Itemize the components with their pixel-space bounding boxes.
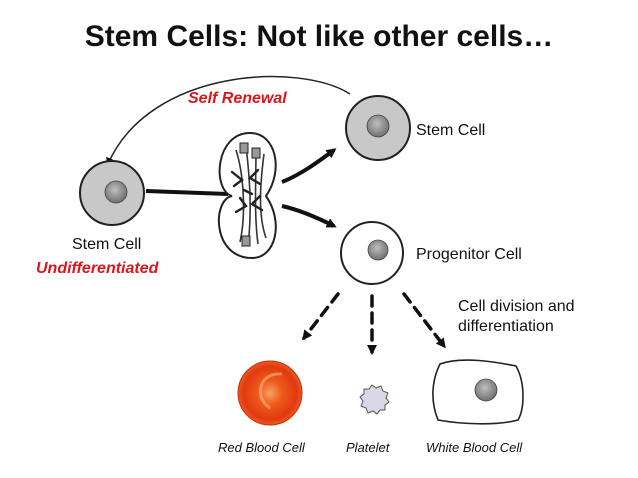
division-note-line1: Cell division and	[458, 298, 575, 315]
page-title: Stem Cells: Not like other cells…	[84, 20, 554, 53]
left-stem-cell-label: Stem Cell	[72, 236, 142, 253]
self-renewal-arrow	[106, 75, 351, 167]
stem-cell-right	[345, 95, 411, 161]
self-renewal-label: Self Renewal	[188, 90, 287, 107]
arrow-to-progenitor	[281, 204, 337, 228]
nucleus-icon	[367, 239, 389, 261]
progenitor-cell	[340, 221, 404, 285]
stem-cell-left	[79, 160, 145, 226]
division-note-line2: differentiation	[458, 318, 554, 335]
nucleus-icon	[474, 378, 498, 402]
differentiation-arrows	[302, 292, 446, 355]
undifferentiated-label: Undifferentiated	[36, 260, 159, 277]
arrow-to-division	[145, 189, 229, 196]
arrow-to-rbc	[302, 292, 340, 341]
progenitor-cell-label: Progenitor Cell	[416, 246, 522, 263]
nucleus-icon	[104, 180, 128, 204]
platelet-label: Platelet	[346, 440, 390, 455]
red-blood-cell	[237, 360, 303, 426]
right-stem-cell-label: Stem Cell	[416, 122, 486, 139]
arrow-to-stem-cell	[281, 148, 337, 184]
platelet	[359, 384, 390, 415]
nucleus-icon	[366, 114, 390, 138]
white-blood-cell	[432, 359, 524, 425]
arrow-to-wbc	[402, 292, 446, 349]
dividing-cell	[218, 131, 277, 260]
wbc-label: White Blood Cell	[426, 440, 523, 455]
rbc-label: Red Blood Cell	[218, 440, 305, 455]
